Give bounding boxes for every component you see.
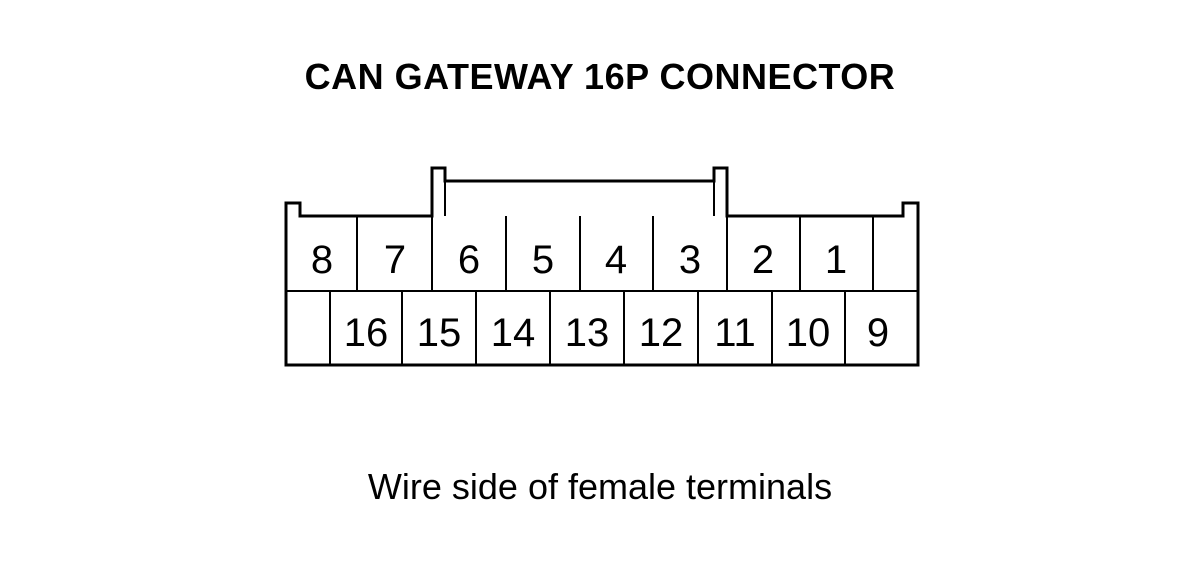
diagram-caption: Wire side of female terminals xyxy=(367,466,833,507)
pin-label-4: 4 xyxy=(605,238,627,282)
pin-labels-bottom-row: 16 15 14 13 12 11 10 9 xyxy=(344,311,889,355)
pin-label-7: 7 xyxy=(384,238,406,282)
pin-label-2: 2 xyxy=(752,238,774,282)
pin-label-14: 14 xyxy=(491,311,536,355)
pin-labels-top-row: 8 7 6 5 4 3 2 1 xyxy=(311,238,847,282)
pin-label-13: 13 xyxy=(565,311,610,355)
pin-label-15: 15 xyxy=(417,311,462,355)
pin-label-8: 8 xyxy=(311,238,333,282)
pin-label-16: 16 xyxy=(344,311,389,355)
pin-label-10: 10 xyxy=(786,311,831,355)
pin-label-5: 5 xyxy=(532,238,554,282)
connector-inner-lines xyxy=(286,181,918,365)
pin-label-6: 6 xyxy=(458,238,480,282)
pin-label-11: 11 xyxy=(714,311,756,355)
diagram-title: CAN GATEWAY 16P CONNECTOR xyxy=(304,56,896,97)
pin-label-9: 9 xyxy=(867,311,889,355)
pin-label-1: 1 xyxy=(825,238,847,282)
pin-label-12: 12 xyxy=(639,311,684,355)
pin-label-3: 3 xyxy=(679,238,701,282)
